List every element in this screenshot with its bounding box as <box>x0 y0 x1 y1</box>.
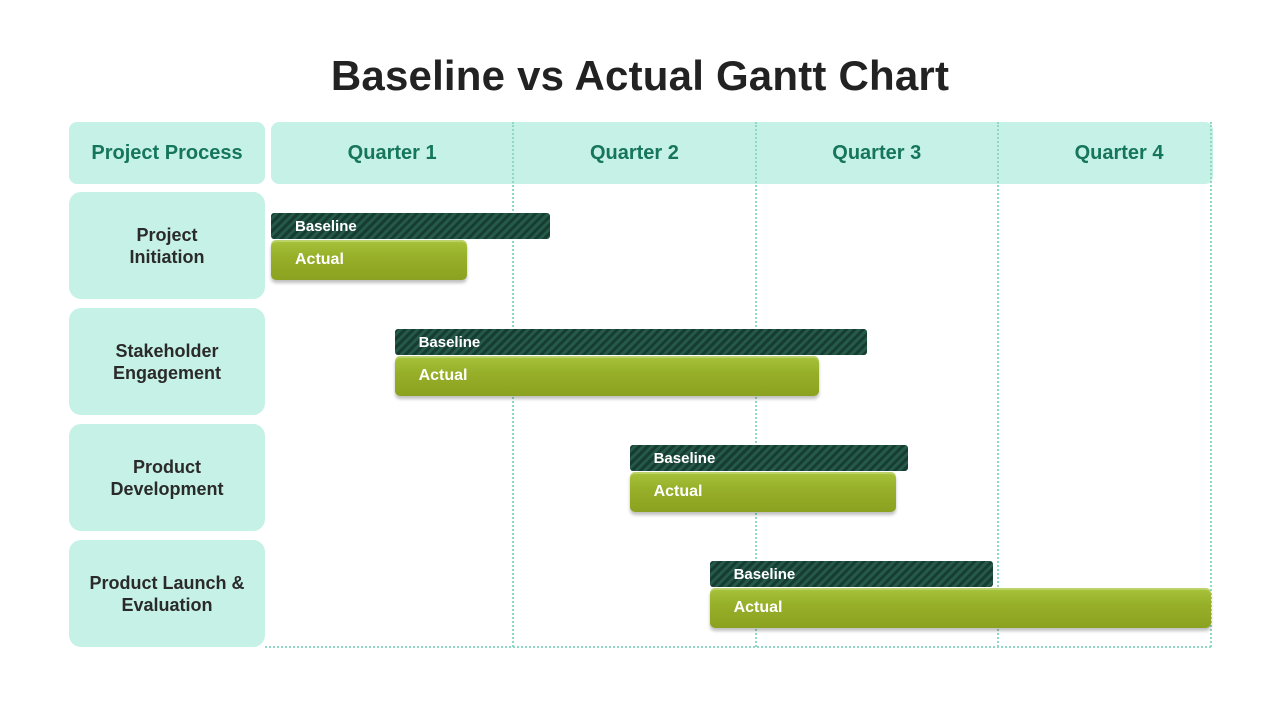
actual-bar: Actual <box>629 472 897 512</box>
task-label: Project Initiation <box>69 192 265 299</box>
task-label: Stakeholder Engagement <box>69 308 265 415</box>
baseline-bar: Baseline <box>629 445 909 471</box>
quarter-divider-4 <box>1210 122 1212 647</box>
quarter-header-2: Quarter 2 <box>589 141 679 164</box>
quarter-header-4: Quarter 4 <box>1074 141 1164 164</box>
actual-bar: Actual <box>709 588 1212 628</box>
baseline-bar: Baseline <box>271 213 550 239</box>
quarter-divider-3 <box>997 122 999 647</box>
task-label: Product Launch & Evaluation <box>69 540 265 647</box>
quarter-header-3: Quarter 3 <box>832 141 922 164</box>
process-column-header: Project Process <box>69 122 265 184</box>
quarter-header-1: Quarter 1 <box>347 141 437 164</box>
task-label: Product Development <box>69 424 265 531</box>
grid-bottom-line <box>265 646 1211 648</box>
chart-title: Baseline vs Actual Gantt Chart <box>330 52 950 99</box>
actual-bar: Actual <box>394 356 819 396</box>
baseline-bar: Baseline <box>709 561 994 587</box>
baseline-bar: Baseline <box>394 329 868 355</box>
actual-bar: Actual <box>271 240 468 280</box>
quarter-header-band <box>271 122 1213 184</box>
